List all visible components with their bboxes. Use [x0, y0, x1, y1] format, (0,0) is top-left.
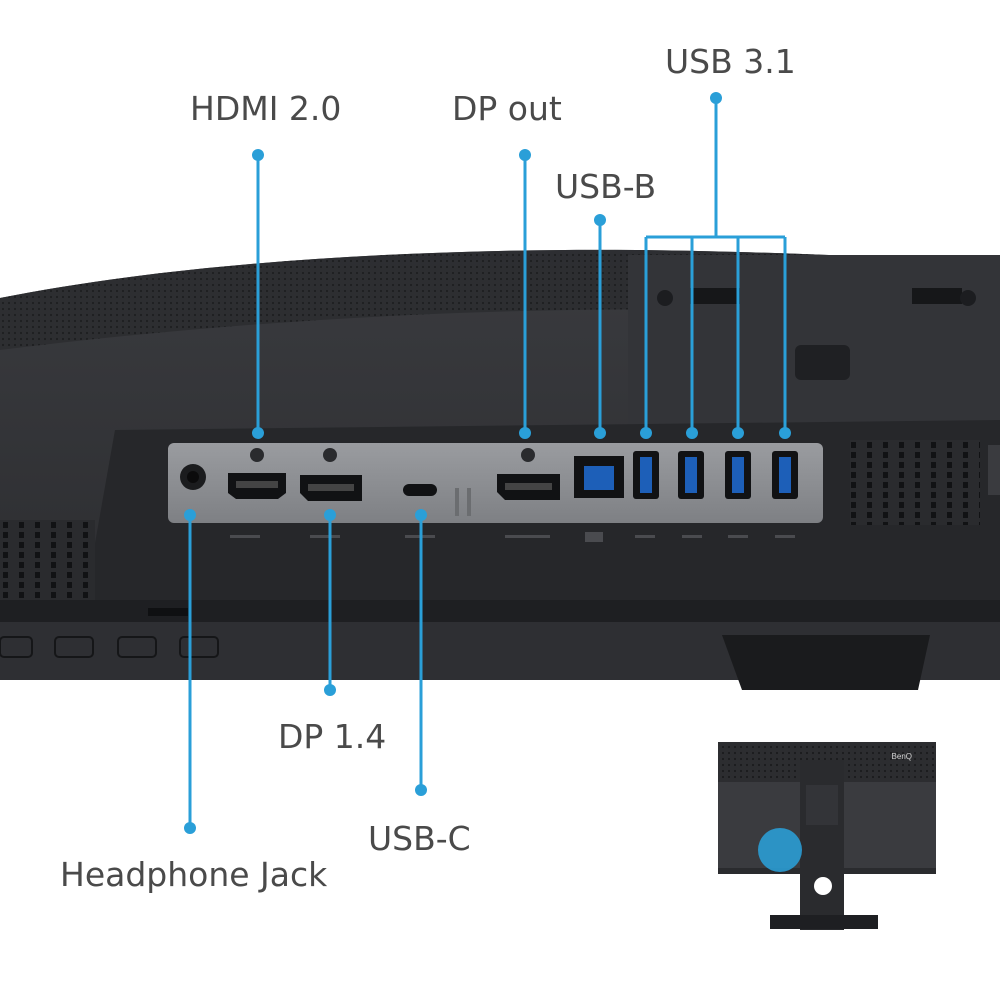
label-hdmi: HDMI 2.0: [190, 89, 342, 128]
inset-stand-hole: [814, 877, 832, 895]
callout-lines: [188, 98, 787, 828]
label-headphone-jack: Headphone Jack: [60, 855, 328, 894]
label-dp-1-4: DP 1.4: [278, 717, 387, 756]
port-panel: [168, 443, 823, 542]
callout-dots: [184, 92, 791, 834]
inset-monitor-thumbnail: BenQ: [718, 742, 936, 930]
usbb-port: [574, 456, 624, 498]
usb31-callout-dot: [710, 92, 722, 104]
inset-highlight-marker: [758, 828, 802, 872]
dp-out-port: [497, 448, 560, 500]
inset-brand-logo: BenQ: [892, 752, 912, 761]
label-usb-b: USB-B: [555, 167, 657, 206]
dp14-port: [300, 448, 362, 501]
usbb-callout-dot: [594, 214, 606, 226]
usbc-callout-dot: [415, 784, 427, 796]
hdmi-port: [228, 448, 286, 499]
dp14-callout-dot: [324, 684, 336, 696]
label-usb-3-1: USB 3.1: [665, 42, 796, 81]
usb31-ports: [633, 451, 798, 499]
dpout-callout-dot: [519, 149, 531, 161]
headphone-jack-port: [180, 464, 206, 490]
headphone-callout-dot: [184, 822, 196, 834]
hdmi-callout-dot: [252, 149, 264, 161]
usbc-port: [403, 484, 471, 516]
label-usb-c: USB-C: [368, 819, 471, 858]
label-dp-out: DP out: [452, 89, 562, 128]
